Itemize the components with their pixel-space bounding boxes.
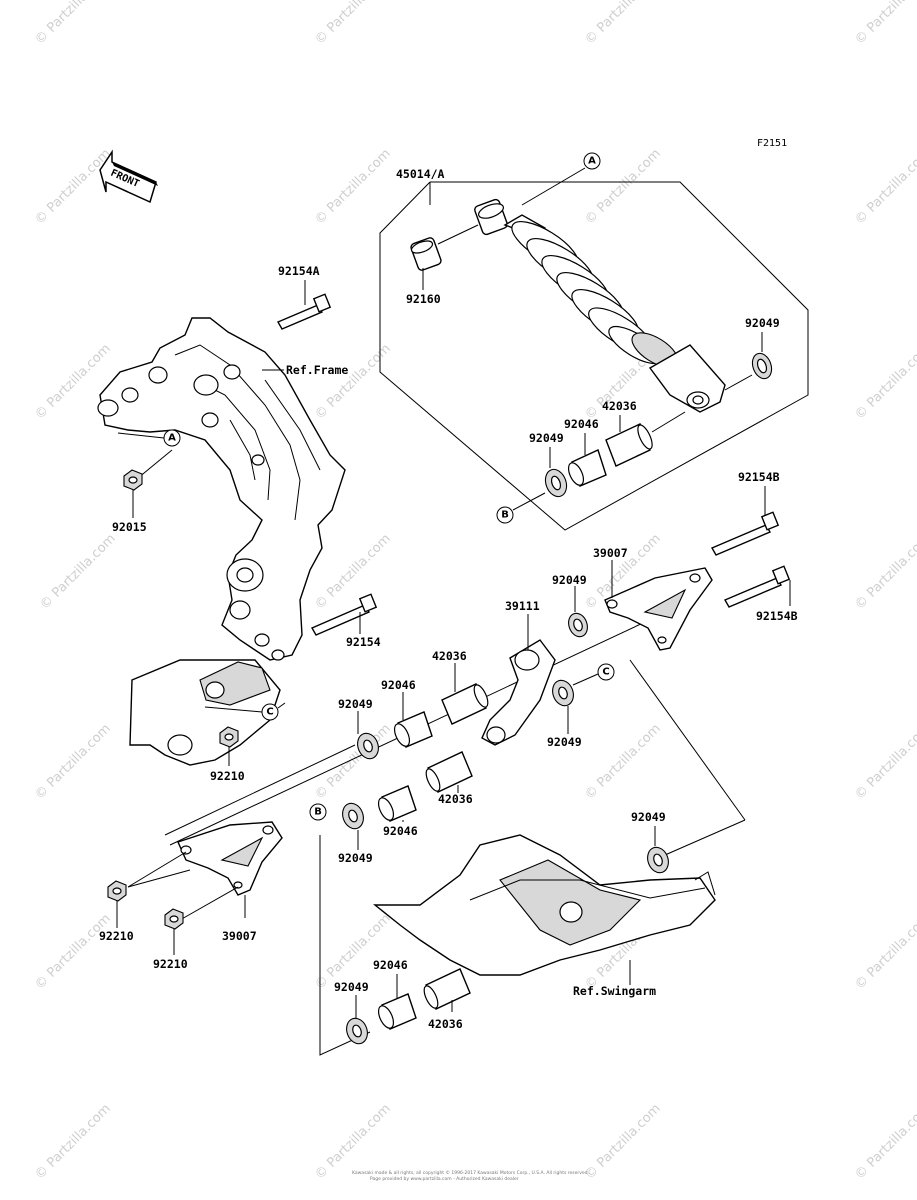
label-92154: 92154 [346,635,381,649]
label-39007-top: 39007 [593,546,628,560]
watermark-text: © Partzilla.com [582,721,664,803]
label-92049-swingarm: 92049 [631,810,666,824]
label-92049-mid-lower: 92049 [338,851,373,865]
watermark-text: © Partzilla.com [852,531,917,613]
bolt-92154b-bottom [724,565,791,608]
watermark-text: © Partzilla.com [32,146,114,228]
ref-swingarm-label: Ref.Swingarm [573,984,656,998]
label-92210-left2: 92210 [153,957,188,971]
watermark-text: © Partzilla.com [312,0,394,48]
figure-id: F2151 [757,138,787,149]
label-92015: 92015 [112,520,147,534]
linkage-group: 92154B 92154B 39007 92049 39111 92049 [99,470,798,1056]
callout-b-lower-text: B [314,807,322,818]
label-92049-shock-right: 92049 [745,316,780,330]
callout-b-text: B [501,510,509,521]
label-39111: 39111 [505,599,540,613]
watermark-text: © Partzilla.com [852,1101,917,1183]
label-42036-shock: 42036 [602,399,637,413]
label-42036-bottom: 42036 [428,1017,463,1031]
callout-c-right [597,663,615,681]
label-92046-shock: 92046 [564,417,599,431]
bolt-92154a [277,293,332,330]
watermark-text: © Partzilla.com [32,0,114,48]
watermark-text: © Partzilla.com [582,0,664,48]
label-92210-top: 92210 [210,769,245,783]
watermark-text: © Partzilla.com [852,0,917,48]
label-92049-bottom: 92049 [334,980,369,994]
watermark-text: © Partzilla.com [852,146,917,228]
label-92046-bottom: 92046 [373,958,408,972]
watermark-text: © Partzilla.com [852,911,917,993]
label-42036-mid: 42036 [432,649,467,663]
watermark-text: © Partzilla.com [312,146,394,228]
bolt-92154b-top [711,511,780,556]
ref-frame-label: Ref.Frame [286,363,348,377]
footer-line-1: Kawasaki made & all rights, all copyrigh… [352,1169,589,1176]
watermark-text: © Partzilla.com [32,721,114,803]
watermark-text: © Partzilla.com [32,911,114,993]
label-92154a: 92154A [278,264,320,278]
watermark-text: © Partzilla.com [32,1101,114,1183]
shock-absorber-group: 45014/A A 92160 [379,152,809,531]
shock-spring [503,214,679,368]
watermark-text: © Partzilla.com [582,1101,664,1183]
label-92160: 92160 [406,292,441,306]
label-92049-shock-left: 92049 [529,431,564,445]
bolt-92154 [311,593,378,636]
callout-c-left-text: C [266,707,273,718]
label-92049-mid-right2: 92049 [547,735,582,749]
watermark-text: © Partzilla.com [312,721,394,803]
label-92046-mid2: 92046 [383,824,418,838]
label-92049-mid-left: 92049 [338,697,373,711]
callout-a-frame-text: A [168,433,176,444]
frame-outline [99,317,346,661]
callout-c-right-text: C [602,667,609,678]
frame-group: Ref.Frame 92154A A 92015 92154 C [97,264,381,783]
watermark-text: © Partzilla.com [852,721,917,803]
footer-line-2: Page provided by www.partzilla.com - Aut… [370,1176,519,1182]
label-92210-left: 92210 [99,929,134,943]
watermark-text: © Partzilla.com [312,341,394,423]
watermark-text: © Partzilla.com [312,531,394,613]
label-42036-mid2: 42036 [438,792,473,806]
watermark-layer: © Partzilla.com © Partzilla.com © Partzi… [32,0,917,1183]
front-arrow-icon: FRONT [99,149,158,204]
swingarm-group: 92049 Ref.Swingarm 42036 92046 92049 [334,659,746,1045]
label-45014: 45014/A [396,167,445,181]
callout-b [496,506,514,524]
label-39007-bottom: 39007 [222,929,257,943]
label-92046-mid: 92046 [381,678,416,692]
callout-a-text: A [588,156,596,167]
callout-b-lower [309,803,327,821]
label-92049-mid-right: 92049 [552,573,587,587]
label-92154b-top: 92154B [738,470,780,484]
label-92154b-bottom: 92154B [756,609,798,623]
watermark-text: © Partzilla.com [852,341,917,423]
callout-a [583,152,601,170]
watermark-text: © Partzilla.com [37,531,119,613]
